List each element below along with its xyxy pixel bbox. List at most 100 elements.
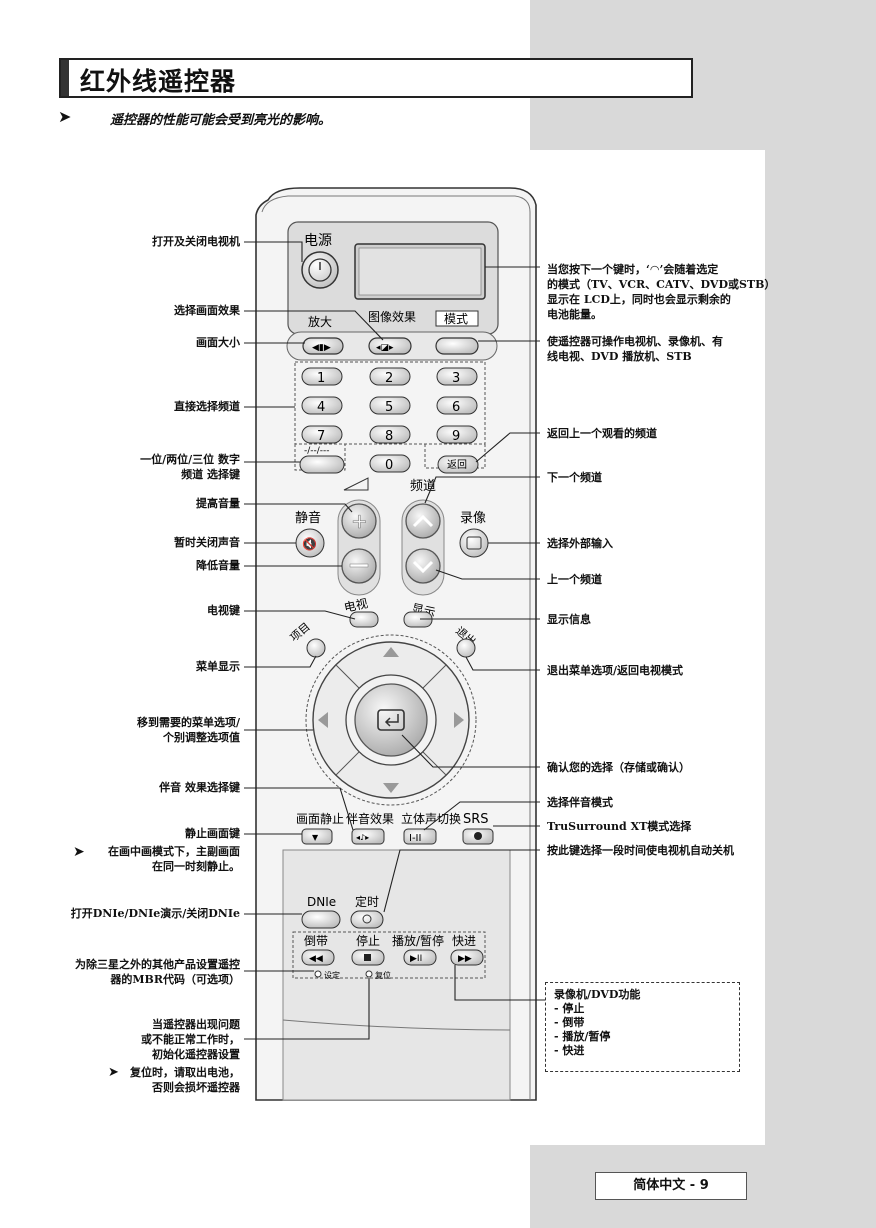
still-button [301,828,333,845]
svg-text:🔇: 🔇 [302,537,317,551]
label-reset-note: 复位时，请取出电池， 否则会损坏遥控器 [130,1066,240,1094]
play-pause-label: 播放/暂停 [392,933,444,948]
rewind-label: 倒带 [304,934,328,948]
reset-label: 复位 [375,970,391,980]
label-exit: 退出菜单选项/返回电视模式 [547,664,684,677]
label-navigate: 移到需要的菜单选项/ 个别调整选项值 [136,716,240,744]
tv-label: 电视 [343,595,370,615]
arrow-right-icon: ➤ [108,1065,119,1080]
stop-label: 停止 [356,933,380,948]
srs-label: SRS [463,812,489,827]
digit-3: 3 [452,371,460,386]
nav-down-button [383,783,399,793]
menu-button [306,638,326,658]
label-trusurround: TruSurround XT模式选择 [547,820,692,833]
arrow-right-icon: ➤ [58,107,72,126]
svg-text:◀▮▶: ◀▮▶ [312,343,331,353]
zoom-label: 放大 [308,314,332,329]
number-pad-area [294,361,486,445]
page-number: 简体中文 - 9 [595,1172,747,1200]
stereo-button [403,828,437,845]
timer-label: 定时 [355,894,379,909]
label-sound-mode: 选择伴音模式 [547,796,613,809]
label-reset: 当遥控器出现问题 或不能正常工作时， 初始化遥控器设置 [141,1018,240,1061]
svg-text:▼: ▼ [312,833,319,842]
sound-effect-label: 伴音效果 [346,811,394,826]
label-mode: 使遥控器可操作电视机、录像机、有 线电视、DVD 播放机、STB [547,335,723,363]
label-dnie: 打开DNIe/DNIe演示/关闭DNIe [70,907,240,920]
page-side-band [765,0,876,1228]
label-confirm: 确认您的选择（存储或确认） [547,761,690,774]
volume-up-button [341,503,377,539]
svg-text:▶II: ▶II [410,954,422,964]
enter-button [354,683,428,757]
set-button [314,970,322,978]
leader-lines [244,241,545,1040]
record-button [459,528,489,558]
digit-0: 0 [385,458,393,473]
label-sleep: 按此键选择一段时间使电视机自动关机 [547,844,734,857]
still-label: 画面静止 [296,812,344,826]
return-button [437,455,479,474]
label-previous-channel: 返回上一个观看的频道 [547,427,657,440]
label-still: 静止画面键 [185,827,240,840]
transport-area [292,931,486,979]
ff-label: 快进 [452,934,476,948]
digit-7: 7 [317,429,325,444]
reset-button [365,970,373,978]
digit-select-button [299,455,345,474]
label-prev-channel: 上一个频道 [547,573,602,586]
return-label: 返回 [447,459,467,471]
nav-right-button [454,712,464,728]
label-volume-up: 提高音量 [196,497,240,510]
play-pause-button [403,949,437,966]
set-label: 设定 [324,970,340,980]
label-mbr: 为除三星之外的其他产品设置遥控 器的MBR代码（可选项） [75,958,240,986]
title-box [59,58,693,98]
mode-button [435,337,479,355]
label-direct-channel: 直接选择频道 [174,400,240,413]
zoom-button [302,337,344,355]
label-volume-down: 降低音量 [196,559,240,572]
timer-button [350,910,384,929]
label-display-info: 显示信息 [547,613,591,626]
label-still-note: 在画中画模式下，主副画面 在同一时刻静止。 [108,845,240,873]
label-next-channel: 下一个频道 [547,471,602,484]
signal-icon: ◠ [649,263,660,276]
label-lcd: 当您按下一个键时，‘◠’会随着选定 的模式（TV、VCR、CATV、DVD或ST… [547,263,776,321]
sound-effect-button [351,828,385,845]
channel-label: 频道 [410,479,436,494]
label-picture-effect: 选择画面效果 [174,304,240,317]
rewind-button [301,949,335,966]
digit-6: 6 [452,400,460,415]
label-tv: 电视键 [207,604,240,617]
label-external-input: 选择外部输入 [547,537,613,550]
channel-down-button [405,548,441,584]
ff-button [450,949,484,966]
label-menu: 菜单显示 [196,660,240,673]
svg-text:◀◀: ◀◀ [309,954,323,964]
stereo-button-label: I-II [409,833,421,844]
picture-effect-button [368,337,412,355]
mode-label: 模式 [444,312,468,326]
note-text: 遥控器的性能可能会受到亮光的影响。 [110,113,332,128]
mute-label: 静音 [295,510,321,526]
dvd-function-box: 录像机/DVD功能 - 停止 - 倒带 - 播放/暂停 - 快进 [545,982,740,1072]
exit-button [456,638,476,658]
digit-5: 5 [385,400,393,415]
svg-text:◂◪▸: ◂◪▸ [376,343,394,353]
digit-select-label: -/--/--- [304,446,330,456]
nav-up-button [383,647,399,657]
record-label: 录像 [460,511,486,526]
channel-up-button [405,503,441,539]
label-mute: 暂时关闭声音 [174,536,240,549]
label-power: 打开及关闭电视机 [152,235,240,248]
power-label: 电源 [304,233,332,249]
digit-buttons [301,367,478,473]
nav-left-button [318,712,328,728]
tv-button [349,611,379,628]
digit-8: 8 [385,429,393,444]
picture-effect-label: 图像效果 [368,309,416,324]
title-accent-bar [61,60,69,96]
